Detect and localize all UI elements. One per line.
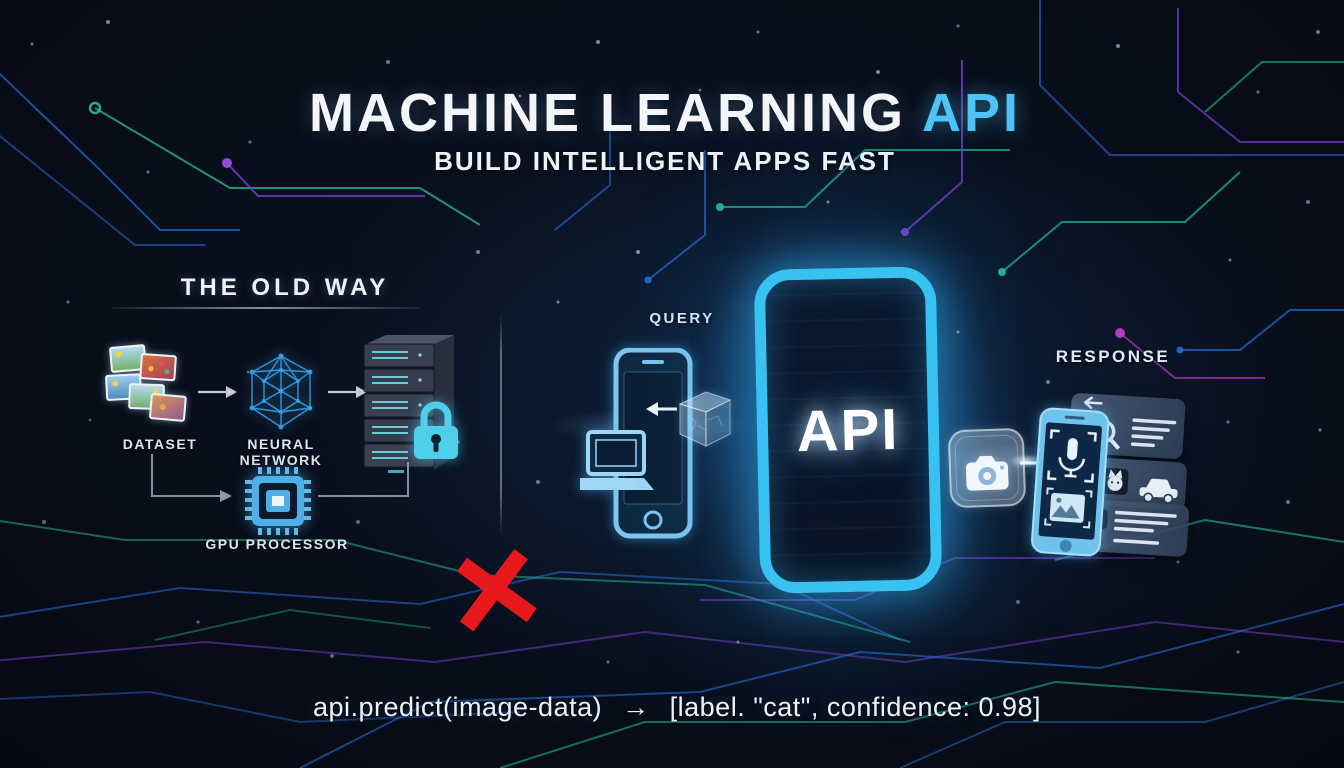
photo-stack-icon [105,344,187,422]
title-main: MACHINE LEARNING [308,83,906,143]
gpu-chip-icon [245,467,311,535]
pipeline-connector-lines [151,454,409,502]
arrow-right-icon [328,386,367,398]
car-icon [1139,478,1178,504]
page-title: MACHINE LEARNING API [0,82,1330,144]
red-x-icon [456,549,537,632]
section-divider [500,312,502,536]
result-card-objects [1092,457,1188,511]
title-accent: API [921,83,1022,143]
code-result: [label. "cat", confidence: 0.98] [669,692,1042,722]
objects-card-content [1101,468,1178,504]
phone-laptop-icon [580,348,693,539]
image-icon [1044,487,1093,529]
code-arrow: → [622,692,650,722]
api-text: API [795,396,901,464]
neural-network-icon [249,353,313,430]
query-label: QUERY [649,310,715,327]
microphone-icon [1058,438,1086,478]
scan-frame-icon [1046,429,1097,483]
old-way-underline [112,307,420,309]
gpu-label: GPU PROCESSOR [205,536,349,552]
code-call: api.predict(image-data) [312,692,603,722]
arrow-left-icon [646,402,677,416]
data-cube-icon [678,391,732,447]
code-example: api.predict(image-data) → [label. "cat",… [0,692,1344,723]
page-subtitle: BUILD INTELLIGENT APPS FAST [434,146,896,176]
old-way-heading: THE OLD WAY [180,274,390,301]
camera-cube-icon [948,428,1026,508]
smartphone-icon [1031,407,1110,557]
arrow-right-icon [198,386,237,398]
api-device-frame: API [753,266,943,594]
response-label: RESPONSE [1055,347,1171,366]
dataset-label: DATASET [122,436,198,452]
neural-network-label: NEURAL NETWORK [239,436,323,468]
lock-icon [414,401,458,459]
